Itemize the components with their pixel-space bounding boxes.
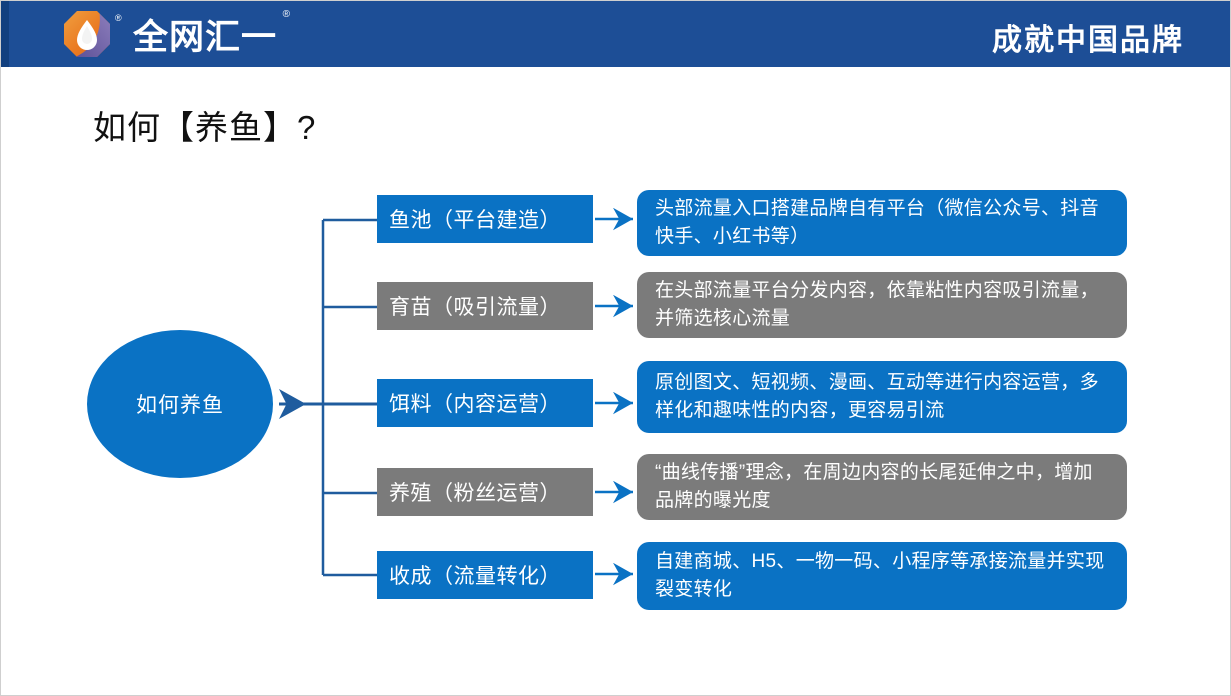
description-box-5: 自建商城、H5、一物一码、小程序等承接流量并实现裂变转化 <box>637 542 1127 610</box>
header-slogan: 成就中国品牌 <box>992 24 1184 57</box>
description-text-1: 头部流量入口搭建品牌自有平台（微信公众号、抖音快手、小红书等） <box>655 198 1099 247</box>
stage-label-4: 养殖（粉丝运营） <box>389 482 561 505</box>
header-accent-stripe <box>1 1 9 67</box>
brand-logo: ® 全网汇一 ® <box>63 9 290 60</box>
description-text-3: 原创图文、短视频、漫画、互动等进行内容运营，多样化和趣味性的内容，更容易引流 <box>655 372 1099 421</box>
page-title: 如何【养鱼】? <box>93 109 317 146</box>
logo-wordmark: 全网汇一 ® <box>133 9 290 60</box>
stage-box-4: 养殖（粉丝运营） <box>377 468 593 516</box>
stage-label-3: 饵料（内容运营） <box>389 393 561 416</box>
stage-label-5: 收成（流量转化） <box>389 565 561 588</box>
logo-octagon-droplet-icon: ® <box>63 10 122 58</box>
stage-box-5: 收成（流量转化） <box>377 551 593 599</box>
stage-label-1: 鱼池（平台建造） <box>389 209 561 232</box>
description-box-3: 原创图文、短视频、漫画、互动等进行内容运营，多样化和趣味性的内容，更容易引流 <box>637 361 1127 433</box>
stage-label-2: 育苗（吸引流量） <box>389 296 561 319</box>
logo-registered-mark: ® <box>115 13 122 23</box>
description-box-4: “曲线传播”理念，在周边内容的长尾延伸之中，增加品牌的曝光度 <box>637 454 1127 520</box>
stage-box-2: 育苗（吸引流量） <box>377 282 593 330</box>
description-text-5: 自建商城、H5、一物一码、小程序等承接流量并实现裂变转化 <box>655 551 1105 600</box>
hub-circle: 如何养鱼 <box>87 330 273 478</box>
description-box-1: 头部流量入口搭建品牌自有平台（微信公众号、抖音快手、小红书等） <box>637 190 1127 256</box>
description-box-2: 在头部流量平台分发内容，依靠粘性内容吸引流量，并筛选核心流量 <box>637 272 1127 338</box>
logo-wordmark-text: 全网汇一 <box>133 17 278 57</box>
wordmark-registered-mark: ® <box>282 8 292 20</box>
stage-box-3: 饵料（内容运营） <box>377 379 593 427</box>
description-text-2: 在头部流量平台分发内容，依靠粘性内容吸引流量，并筛选核心流量 <box>655 280 1099 329</box>
stage-box-1: 鱼池（平台建造） <box>377 195 593 243</box>
description-text-4: “曲线传播”理念，在周边内容的长尾延伸之中，增加品牌的曝光度 <box>655 462 1093 511</box>
hub-label: 如何养鱼 <box>136 394 224 417</box>
header-bar: ® 全网汇一 ® 成就中国品牌 <box>1 1 1230 67</box>
